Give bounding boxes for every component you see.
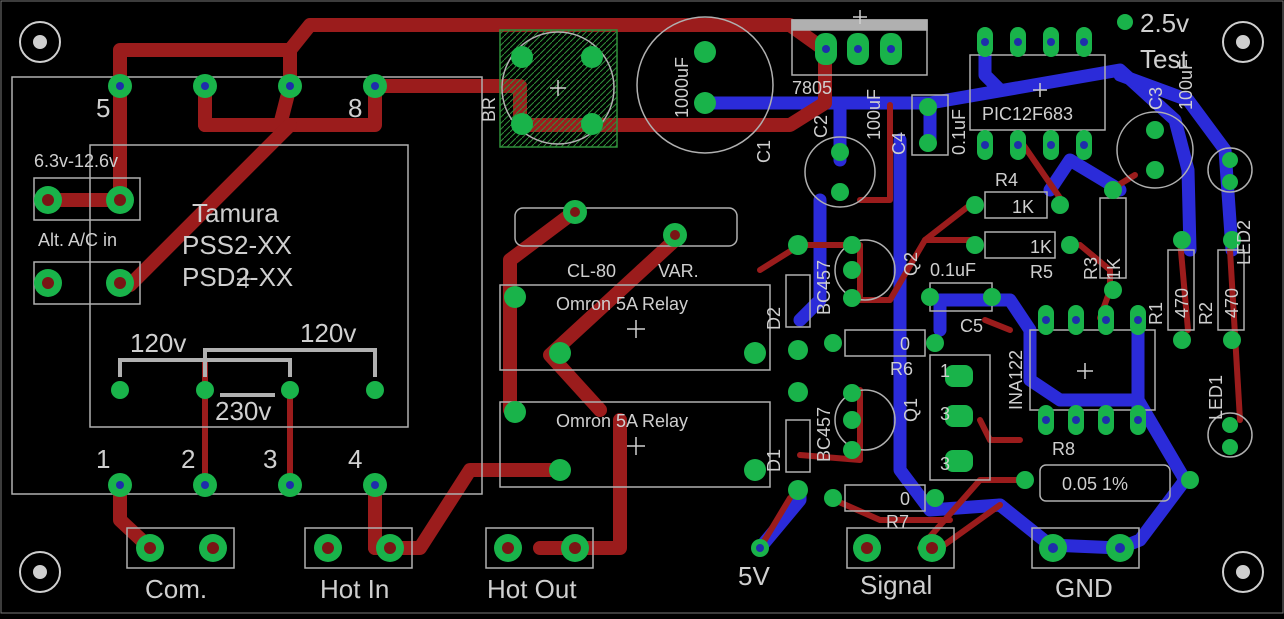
c4-value: 0.1uF [949,109,969,155]
transformer-name-3: PSD2-XX [182,262,293,292]
fuse-name-label: CL-80 [567,261,616,281]
connector-hot-in-label: Hot In [320,574,389,604]
transformer-pin-4: 4 [348,444,362,474]
voltage-120-left: 120v [130,328,186,358]
transformer-pin-2: 2 [181,444,195,474]
relay-top-label: Omron 5A Relay [556,294,688,314]
voltage-230: 230v [215,396,271,426]
pad-holes [116,38,1142,553]
q2-part-label: BC457 [814,260,834,315]
connector-signal-label: Signal [860,570,932,600]
relay-bottom-label: Omron 5A Relay [556,411,688,431]
mounting-hole-top-right [1222,21,1264,63]
c5-label: C5 [960,316,983,336]
r1-value: 470 [1172,288,1192,318]
bridge-label: BR [479,97,499,122]
trimmer-pin-3b: 3 [940,454,950,474]
r7-label: R7 [886,512,909,532]
fuse-type-label: VAR. [658,261,699,281]
regulator-label: 7805 [792,78,832,98]
q1-label: Q1 [901,398,921,422]
mounting-hole-top-left [19,21,61,63]
c4-label: C4 [889,132,909,155]
r7-value: 0 [900,489,910,509]
r4-value: 1K [1012,197,1034,217]
transformer-outline [11,76,483,495]
r6-label: R6 [890,359,913,379]
mounting-hole-bottom-right [1222,551,1264,593]
c1-label: C1 [754,140,774,163]
connector-5v-label: 5V [738,561,770,591]
r4-label: R4 [995,170,1018,190]
mounting-hole-bottom-left [19,551,61,593]
test-point-value: 2.5v [1140,8,1189,38]
r2-label: R2 [1196,302,1216,325]
c1-value: 1000uF [672,57,692,118]
ina-label: INA122 [1006,350,1026,410]
test-point-label: Test [1140,44,1188,74]
led2-label: LED2 [1234,220,1254,265]
transformer-name-1: Tamura [192,198,279,228]
pic-label: PIC12F683 [982,104,1073,124]
component-origin-marks [237,10,1093,455]
r5-value: 1K [1030,237,1052,257]
transformer-pin-1: 1 [96,444,110,474]
c2-label: C2 [811,115,831,138]
trimmer-pin-1: 1 [940,361,950,381]
transformer-core-outline [89,144,409,428]
r3-value: 1K [1104,258,1124,280]
r5-label: R5 [1030,262,1053,282]
alt-ac-in-label: Alt. A/C in [38,230,117,250]
transformer-pin-8: 8 [348,93,362,123]
r6-value: 0 [900,334,910,354]
r2-value: 470 [1222,288,1242,318]
q1-part-label: BC457 [814,407,834,462]
shunt-value: 0.05 1% [1062,474,1128,494]
connector-com-label: Com. [145,574,207,604]
c3-value: 100uF [1176,59,1196,110]
connector-gnd-label: GND [1055,573,1113,603]
c5-value: 0.1uF [930,260,976,280]
d2-label: D2 [764,307,784,330]
r3-label: R3 [1081,257,1101,280]
r8-label: R8 [1052,439,1075,459]
transformer-pin-3: 3 [263,444,277,474]
c3-label: C3 [1146,87,1166,110]
transformer-pin-5: 5 [96,93,110,123]
transformer-name-2: PSS2-XX [182,230,292,260]
c2-value: 100uF [864,89,884,140]
trimmer-pin-3a: 3 [940,404,950,424]
input-voltage-label: 6.3v-12.6v [34,151,118,171]
d1-label: D1 [764,449,784,472]
pad-holes-red [42,194,938,554]
q2-label: Q2 [901,252,921,276]
connector-hot-out-label: Hot Out [487,574,577,604]
led1-label: LED1 [1206,375,1226,420]
r1-label: R1 [1146,302,1166,325]
voltage-120-right: 120v [300,318,356,348]
